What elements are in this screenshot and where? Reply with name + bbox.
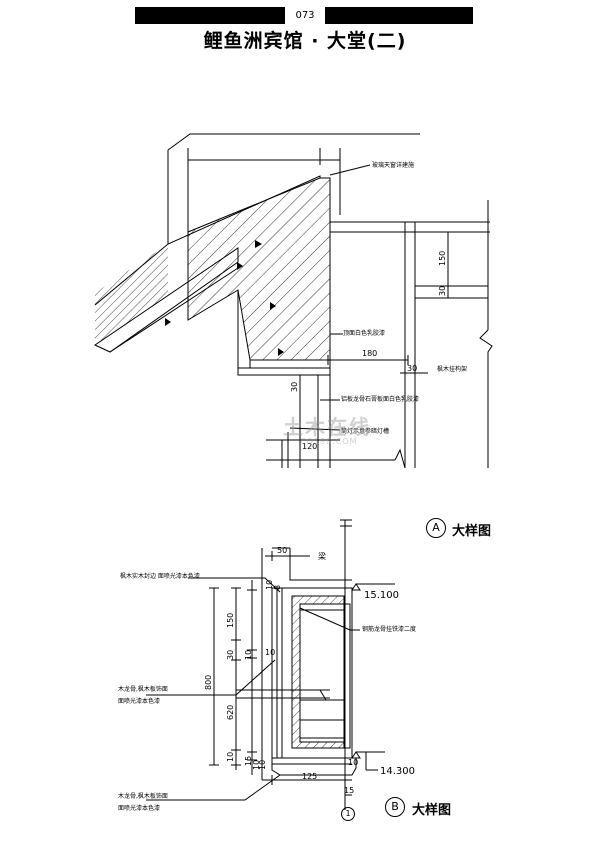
- dim-30-hang: 30: [290, 381, 299, 392]
- note-paint-1: 面喷光漆本色漆: [118, 698, 161, 705]
- dim-800: 800: [204, 674, 213, 690]
- axis-marker: 1: [341, 807, 355, 821]
- note-downlight: 筒灯示意参暗灯槽: [341, 428, 390, 435]
- note-gypsum: 铝板龙骨石膏板面白色乳胶漆: [341, 396, 420, 403]
- dim-10-g: 10: [258, 759, 267, 770]
- sheet-title: 鲤鱼洲宾馆 · 大堂(二): [203, 30, 407, 52]
- dim-30-ceiling: 30: [407, 364, 418, 373]
- dim-10-e: 10: [348, 758, 359, 767]
- note-wood-keel-1: 木龙骨,枫木板饰面: [118, 686, 168, 693]
- level-14300: 14.300: [380, 766, 415, 777]
- watermark-url: CO188.COM: [300, 437, 358, 446]
- dim-125: 125: [302, 772, 318, 781]
- page-number: 073: [285, 7, 325, 24]
- note-maple-frame: 枫木挂构架: [437, 366, 468, 373]
- detail-b: [146, 519, 395, 810]
- note-skylight: 玻璃天窗详建施: [372, 162, 415, 169]
- dim-120: 120: [302, 442, 318, 451]
- dim-10-d: 10: [226, 751, 235, 762]
- detail-a-marker: A: [426, 518, 446, 538]
- detail-b-marker: B: [385, 797, 405, 817]
- hatch-markers: [165, 240, 284, 356]
- dim-10-c: 10: [265, 648, 276, 657]
- dim-30-top: 30: [438, 285, 447, 296]
- dim-150: 150: [226, 612, 235, 628]
- note-paint-2: 面喷光漆本色漆: [118, 805, 161, 812]
- dim-8: 8: [273, 584, 282, 590]
- detail-b-label: 大样图: [412, 803, 452, 818]
- dim-150-top: 150: [438, 250, 447, 266]
- dim-10-b: 10: [244, 649, 253, 660]
- top-section: [93, 133, 493, 469]
- note-wood-keel-2: 木龙骨,枫木板饰面: [118, 793, 168, 800]
- dim-30: 30: [226, 649, 235, 660]
- level-15100: 15.100: [364, 590, 399, 601]
- dim-15-b: 15: [344, 786, 355, 795]
- note-steel-keel: 钢筋龙骨挂铁漆二度: [362, 626, 417, 633]
- note-maple-edge: 枫木实木封边 面喷光漆本色漆: [120, 573, 200, 580]
- dim-180: 180: [362, 349, 378, 358]
- dim-620: 620: [226, 704, 235, 720]
- dim-50: 50: [277, 546, 288, 555]
- detail-a-label: 大样图: [452, 524, 492, 539]
- note-ceiling-paint: 顶面白色乳胶漆: [343, 330, 386, 337]
- beam-label: 梁: [318, 552, 326, 561]
- watermark-text: 土木在线: [283, 415, 371, 439]
